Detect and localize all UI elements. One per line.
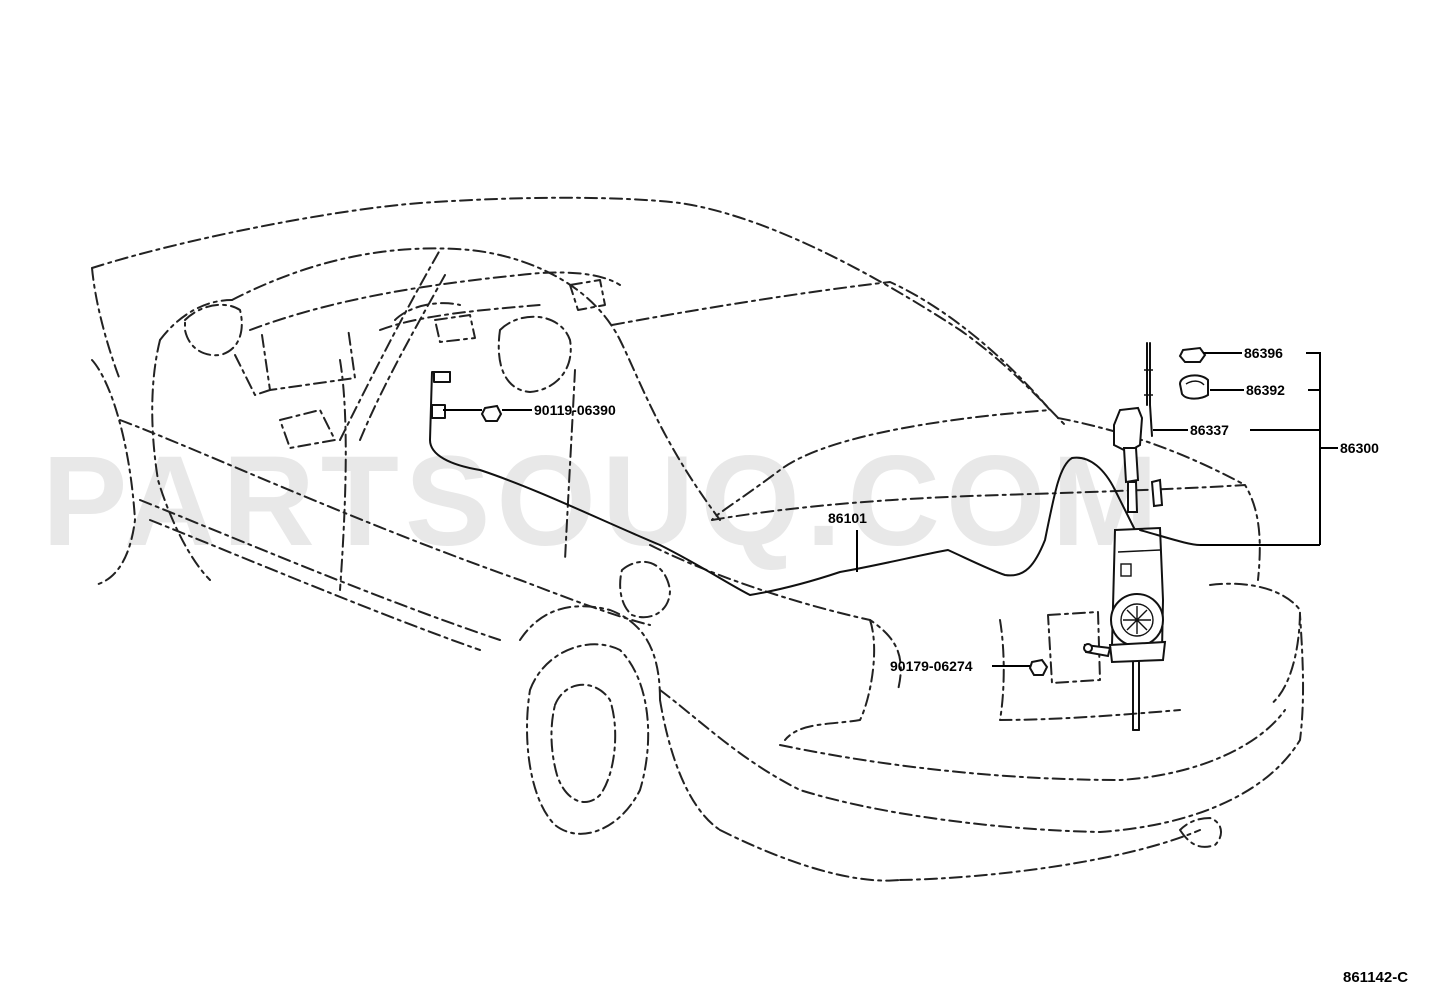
nut-86396-icon xyxy=(1178,346,1207,363)
leader-lines xyxy=(443,352,1338,667)
part-label-86392[interactable]: 86392 xyxy=(1246,382,1285,398)
pad-86392-icon xyxy=(1178,374,1209,400)
small-parts xyxy=(480,346,1209,676)
part-label-86396[interactable]: 86396 xyxy=(1244,345,1283,361)
power-antenna-assembly xyxy=(1083,342,1201,731)
part-label-86101[interactable]: 86101 xyxy=(828,510,867,526)
part-label-86337[interactable]: 86337 xyxy=(1190,422,1229,438)
part-label-90179-06274[interactable]: 90179-06274 xyxy=(890,658,973,674)
part-labels: 86396 86392 86337 86300 90119-06390 8610… xyxy=(534,345,1379,674)
antenna-cable-86101 xyxy=(429,371,1136,596)
clamp-90119-icon xyxy=(480,404,503,422)
diagram-code: 861142-C xyxy=(1343,969,1408,986)
part-label-86300[interactable]: 86300 xyxy=(1340,440,1379,456)
part-label-90119-06390[interactable]: 90119-06390 xyxy=(534,402,616,418)
nut-90179-icon xyxy=(1028,658,1049,676)
car-outline xyxy=(91,196,1305,882)
watermark-text: PARTSOUQ.COM xyxy=(42,430,1164,573)
